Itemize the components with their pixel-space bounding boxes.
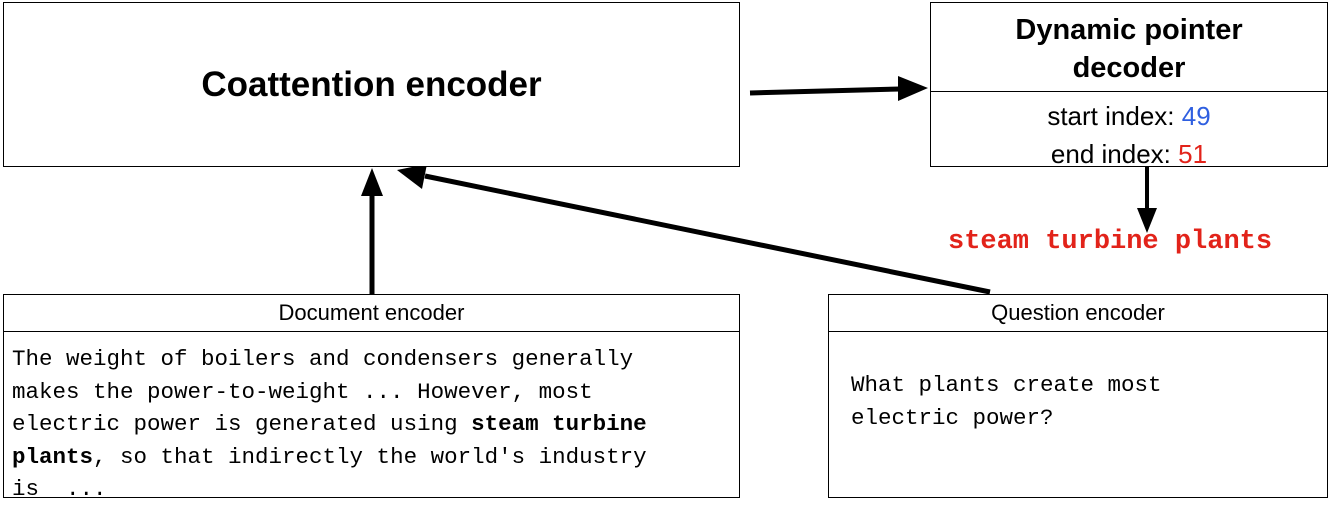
- decoder-title-line2: decoder: [1072, 52, 1186, 84]
- question-encoder-box: Question encoder What plants create most…: [828, 294, 1328, 498]
- question-text: What plants create most electric power?: [851, 369, 1321, 434]
- start-index-label: start index:: [1047, 101, 1182, 131]
- document-encoder-title: Document encoder: [4, 295, 739, 332]
- end-index-row: end index: 51: [931, 139, 1327, 170]
- coattention-encoder-title: Coattention encoder: [201, 65, 542, 104]
- question-line: What plants create most: [851, 372, 1162, 398]
- document-line-text: electric power is generated using: [12, 411, 472, 437]
- document-line: The weight of boilers and condensers gen…: [12, 346, 634, 372]
- decoder-title-line1: Dynamic pointer: [1015, 14, 1243, 46]
- question-to-coattention-arrowhead: [397, 164, 427, 189]
- coattention-to-decoder-arrowhead: [898, 76, 928, 101]
- document-answer-highlight: steam turbine: [471, 411, 647, 437]
- start-index-value: 49: [1181, 101, 1211, 131]
- coattention-to-decoder-arrow: [749, 86, 901, 96]
- coattention-encoder-box: Coattention encoder: [3, 2, 740, 167]
- end-index-label: end index:: [1050, 139, 1179, 169]
- document-line: makes the power-to-weight ... However, m…: [12, 378, 593, 405]
- document-line: is ...: [12, 476, 107, 502]
- document-line: electric power is generated using steam …: [12, 408, 733, 441]
- decoder-title: Dynamic pointer decoder: [931, 11, 1327, 87]
- document-text: The weight of boilers and condensers gen…: [12, 343, 733, 506]
- question-encoder-title: Question encoder: [829, 295, 1327, 332]
- question-line: electric power?: [851, 404, 1054, 431]
- dynamic-pointer-decoder-box: Dynamic pointer decoder start index: 49 …: [930, 2, 1328, 170]
- start-index-row: start index: 49: [931, 101, 1327, 132]
- document-line-text: , so that indirectly the world's industr…: [93, 443, 647, 470]
- end-index-value: 51: [1178, 139, 1208, 169]
- question-to-coattention-arrow: [424, 173, 991, 295]
- document-line: plants, so that indirectly the world's i…: [12, 441, 733, 474]
- document-answer-highlight: plants: [12, 443, 94, 470]
- decoder-divider: [931, 91, 1327, 92]
- document-to-coattention-arrowhead: [361, 168, 383, 196]
- answer-span-text: steam turbine plants: [948, 227, 1273, 257]
- document-encoder-box: Document encoder The weight of boilers a…: [3, 294, 740, 502]
- decoder-to-answer-arrowhead: [1137, 208, 1157, 233]
